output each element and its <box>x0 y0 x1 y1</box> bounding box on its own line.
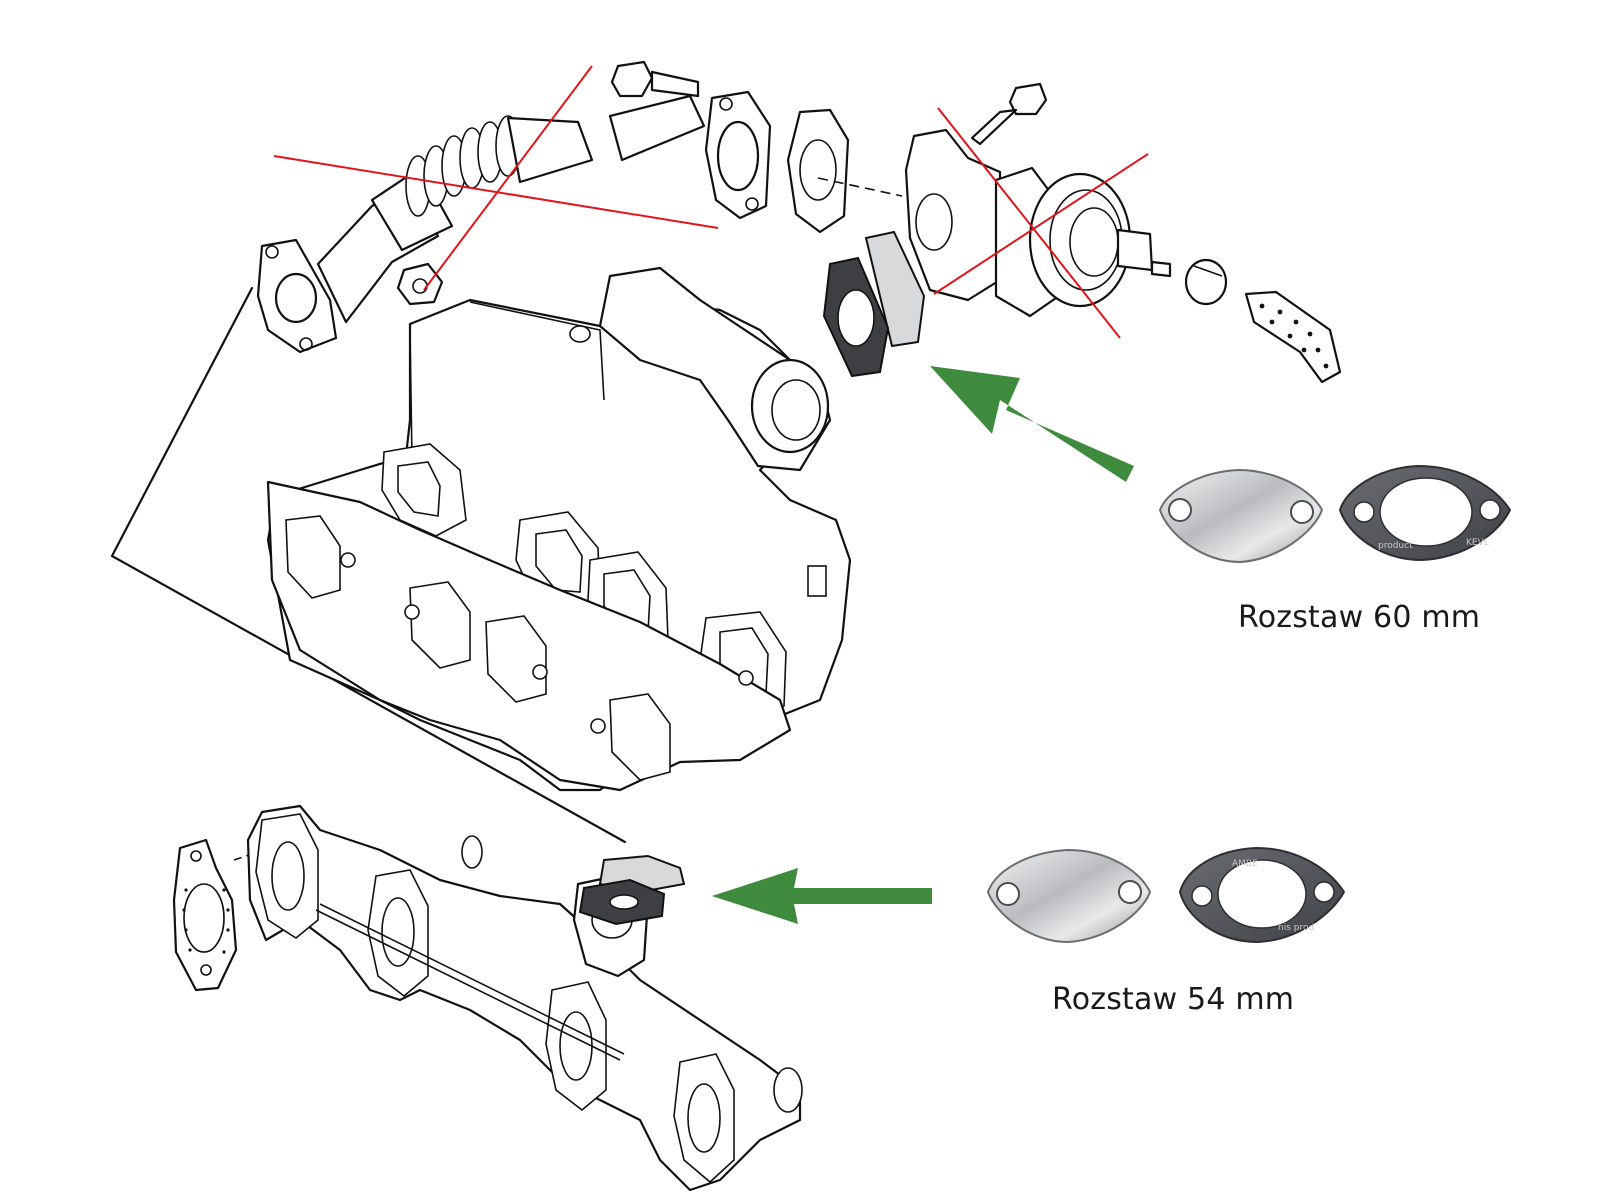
spacing-label-54: Rozstaw 54 mm <box>1052 982 1295 1017</box>
spacing-label-60: Rozstaw 60 mm <box>1238 600 1481 635</box>
lower-highlight-gasket <box>578 854 686 926</box>
arrow-lower <box>712 868 932 924</box>
egr-valve <box>904 82 1172 318</box>
gasket-60-print-a: product <box>1378 541 1413 551</box>
product-set-60: product KEVL <box>1158 464 1512 564</box>
egr-pipe <box>256 90 772 354</box>
gasket-54-print-b: nis prod <box>1278 923 1314 933</box>
pipe-gasket <box>786 108 903 234</box>
gasket-60: product KEVL <box>1338 464 1512 562</box>
hose-and-clip <box>1184 258 1342 384</box>
leader-line-left <box>110 286 627 844</box>
blanking-plate-54 <box>986 848 1152 944</box>
product-set-54: AMBE nis prod <box>986 846 1346 944</box>
lower-exhaust-diagram <box>172 804 803 1192</box>
manifold-gasket <box>266 480 792 792</box>
cross-out-pipe <box>273 65 719 291</box>
upper-highlight-gasket <box>822 230 926 378</box>
exhaust-manifold <box>246 804 803 1192</box>
bolt-top <box>610 60 700 98</box>
gasket-54-print-a: AMBE <box>1232 859 1258 869</box>
cross-out-valve <box>933 107 1149 339</box>
green-arrow-icon <box>930 366 1134 482</box>
exhaust-flange-gasket <box>172 838 259 992</box>
blanking-plate-60 <box>1158 468 1324 564</box>
arrow-upper <box>930 366 1134 482</box>
gasket-60-print-b: KEVL <box>1466 538 1489 548</box>
upper-engine-diagram <box>110 60 1342 844</box>
green-arrow-icon <box>712 868 932 924</box>
gasket-54: AMBE nis prod <box>1178 846 1346 944</box>
